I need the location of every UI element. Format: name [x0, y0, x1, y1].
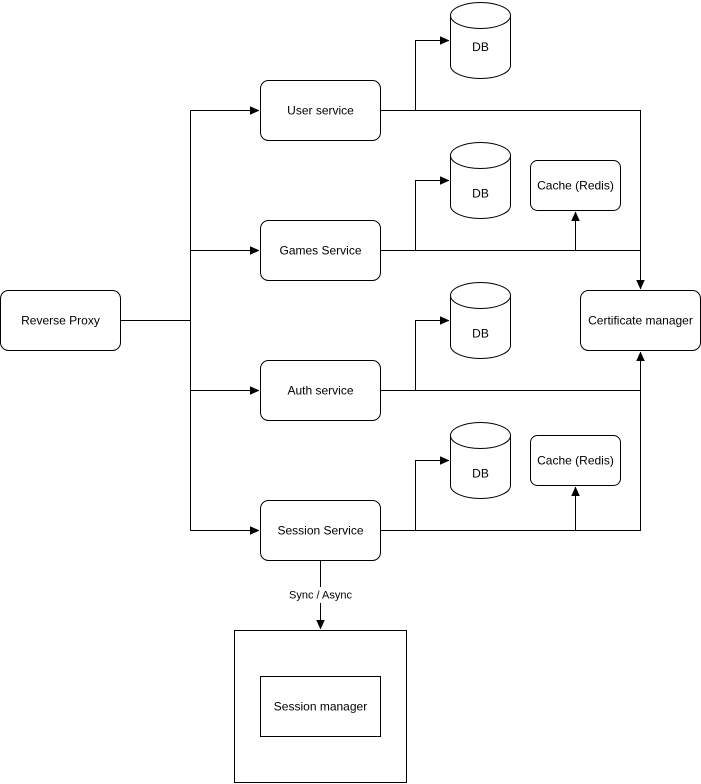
- edge-proxy-trunk: [120, 110, 191, 531]
- node-certificate-manager[interactable]: Certificate manager: [580, 290, 701, 351]
- node-user-db-label: DB: [472, 40, 489, 54]
- node-games-service[interactable]: Games Service: [260, 220, 381, 281]
- node-games-db[interactable]: DB: [450, 142, 511, 219]
- node-auth-service-label: Auth service: [287, 384, 353, 398]
- edges: [120, 41, 641, 630]
- node-session-manager-label: Session manager: [274, 700, 367, 714]
- node-games-db-label: DB: [472, 187, 489, 201]
- edge-label-sync-async: Sync / Async: [289, 590, 352, 602]
- node-auth-db[interactable]: DB: [450, 282, 511, 359]
- node-games-cache[interactable]: Cache (Redis): [530, 160, 621, 211]
- node-user-db[interactable]: DB: [450, 2, 511, 79]
- node-auth-service[interactable]: Auth service: [260, 360, 381, 421]
- edge-session-service-to-certificate-manager: [415, 390, 641, 531]
- node-session-db[interactable]: DB: [450, 422, 511, 499]
- node-session-service[interactable]: Session Service: [260, 500, 381, 561]
- node-reverse-proxy-label: Reverse Proxy: [21, 314, 100, 328]
- edge-label-background: [284, 587, 356, 603]
- node-reverse-proxy[interactable]: Reverse Proxy: [0, 290, 121, 351]
- edge-games-service-to-db: [380, 181, 450, 251]
- node-session-cache-label: Cache (Redis): [537, 454, 614, 468]
- node-games-cache-label: Cache (Redis): [537, 179, 614, 193]
- edge-session-service-to-db: [380, 461, 450, 531]
- node-session-db-label: DB: [472, 467, 489, 481]
- node-session-manager[interactable]: Session manager: [260, 676, 381, 737]
- node-auth-db-label: DB: [472, 327, 489, 341]
- edge-user-service-to-certificate-manager: [415, 110, 641, 290]
- node-session-cache[interactable]: Cache (Redis): [530, 435, 621, 486]
- edge-auth-service-to-db: [380, 321, 450, 391]
- node-games-service-label: Games Service: [279, 244, 361, 258]
- edge-user-service-to-db: [380, 41, 450, 111]
- node-user-service-label: User service: [287, 104, 354, 118]
- edge-auth-service-to-certificate-manager: [415, 352, 641, 391]
- node-certificate-manager-label: Certificate manager: [588, 314, 693, 328]
- node-user-service[interactable]: User service: [260, 80, 381, 141]
- node-session-service-label: Session Service: [277, 524, 363, 538]
